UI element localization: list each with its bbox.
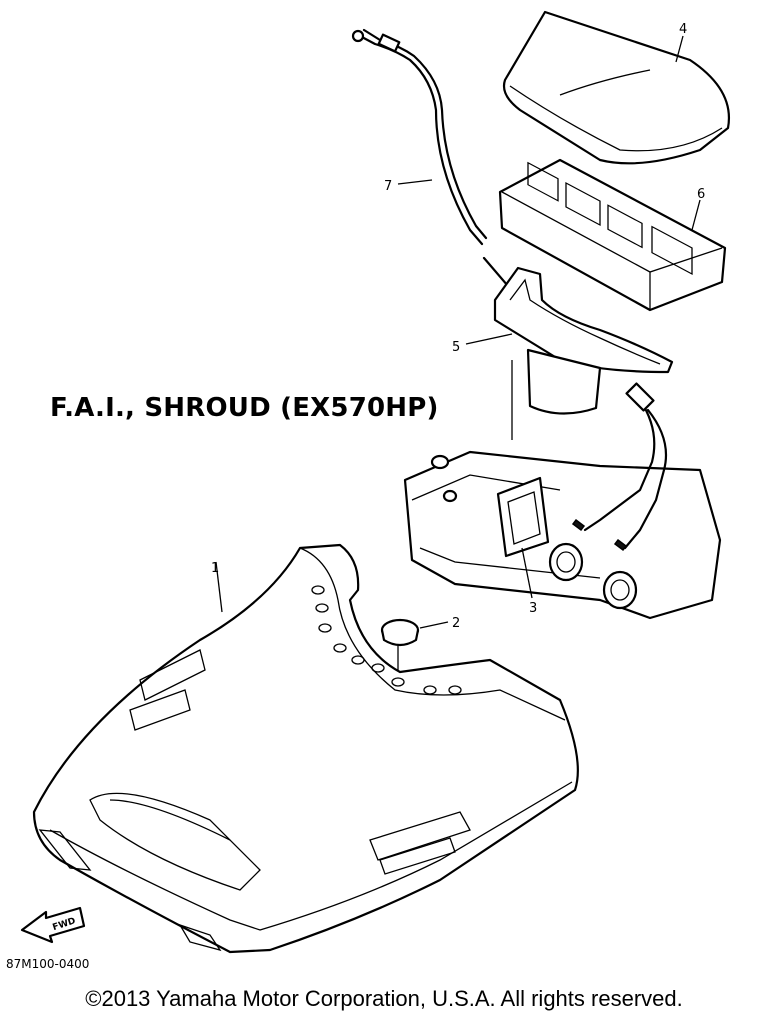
part-4-cover	[502, 10, 730, 165]
leader-lines	[215, 35, 701, 670]
diagram-code: 87M100-0400	[6, 957, 90, 971]
fwd-arrow-icon: FWD	[20, 906, 86, 944]
shroud-vent-holes	[311, 585, 462, 695]
callout-7: 7	[384, 179, 392, 194]
callout-1: 1	[211, 561, 219, 576]
callout-5: 5	[452, 340, 460, 355]
callout-2: 2	[452, 616, 460, 631]
callout-3: 3	[529, 601, 537, 616]
part-2-cap	[380, 618, 420, 647]
part-6-tray	[498, 158, 727, 312]
part-5-frame	[493, 266, 674, 415]
callout-4: 4	[679, 22, 687, 37]
part-3-airbox	[403, 360, 722, 620]
part-1-shroud	[32, 543, 579, 954]
part-7-cable	[351, 28, 522, 302]
copyright-notice: ©2013 Yamaha Motor Corporation, U.S.A. A…	[85, 986, 683, 1011]
callout-6: 6	[697, 187, 705, 202]
diagram-title: F.A.I., SHROUD (EX570HP)	[50, 393, 439, 423]
